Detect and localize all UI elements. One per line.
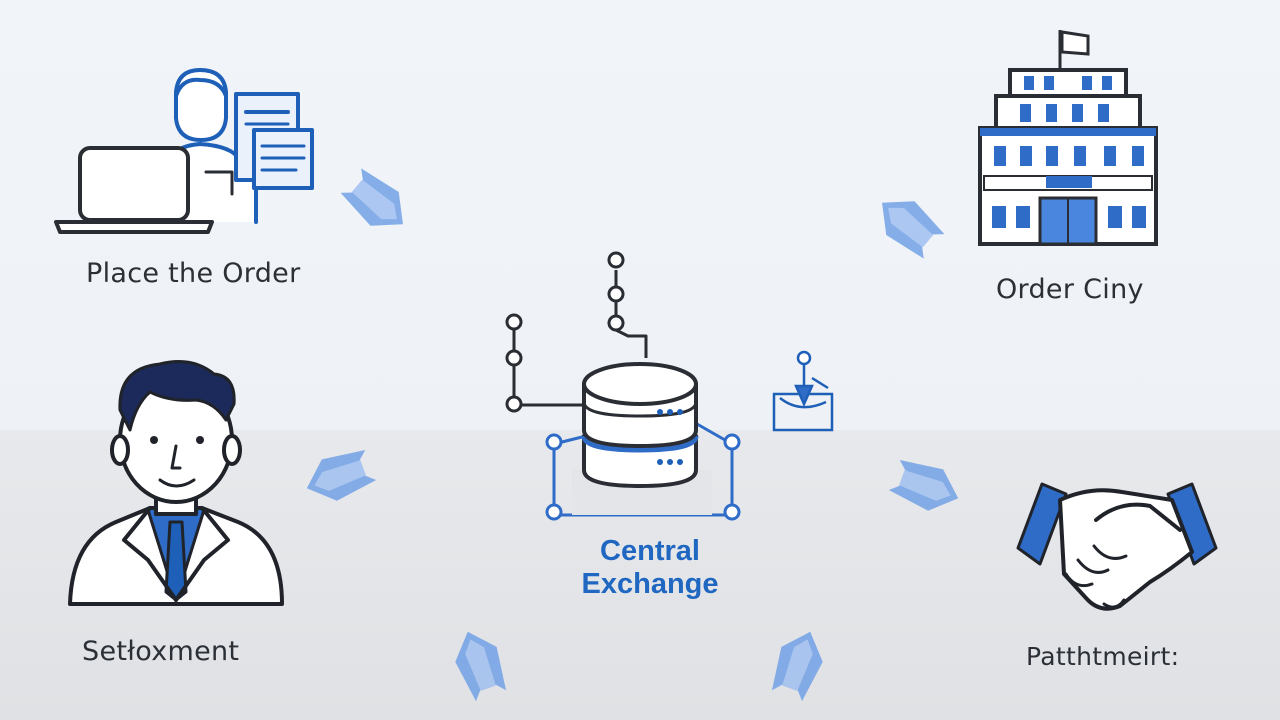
handshake-icon (1016, 482, 1218, 611)
database-icon (505, 251, 741, 521)
arrow-icon (882, 201, 945, 259)
trader-laptop-icon (54, 68, 314, 234)
person-icon (68, 360, 284, 606)
order-city-label: Order Ciny (996, 274, 1144, 305)
place-order-label: Place the Order (86, 258, 301, 289)
settlement-label: Setłoxment (82, 636, 240, 667)
arrow-icon (306, 449, 377, 501)
partnership-label: Patthtmeirt: (1026, 642, 1180, 671)
node-icon (772, 350, 834, 432)
arrow-icon (888, 459, 959, 511)
central-exchange-label: Central Exchange (520, 535, 780, 601)
arrow-icon (771, 631, 823, 702)
arrow-icon (455, 631, 507, 702)
central-exchange-line2: Exchange (581, 568, 719, 600)
central-exchange-line1: Central (600, 535, 700, 567)
building-icon (978, 30, 1158, 246)
arrows (306, 168, 959, 702)
arrow-icon (340, 168, 403, 226)
